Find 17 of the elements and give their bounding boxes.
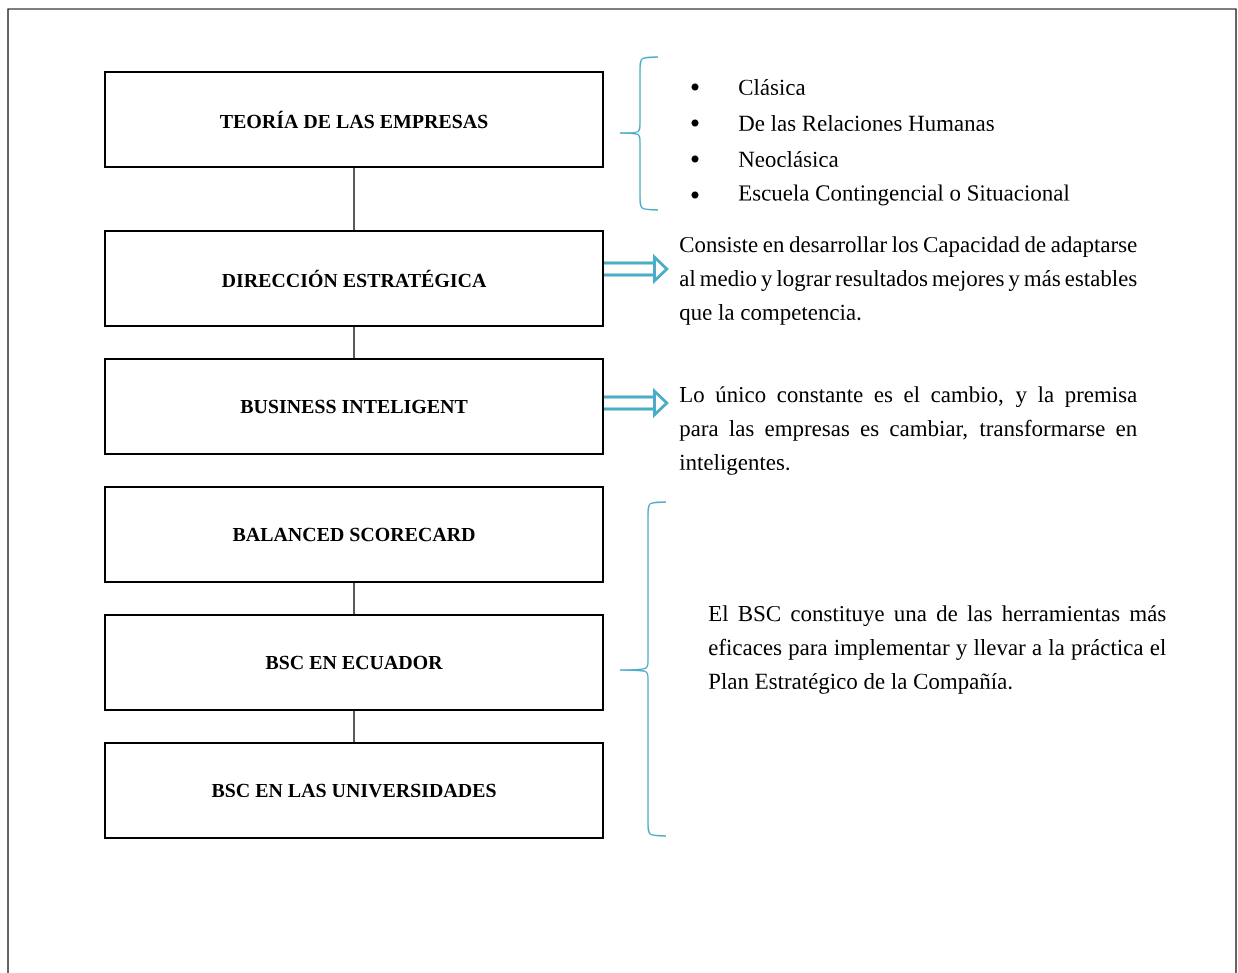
description-text: Consiste en desarrollar los Capacidad de adaptarse al medio y lograr resultados mejores y más estables que la competencia.: [680, 236, 1137, 325]
description-text: El BSC constituye una de las herramientas más eficaces para implementar y llevar a la práctica el Plan Estratégico de la Compañía.: [708, 605, 1166, 694]
list-item: Neoclásica: [738, 150, 839, 168]
process-box: BSC EN LAS UNIVERSIDADES: [104, 742, 604, 839]
process-box: BALANCED SCORECARD: [104, 486, 604, 583]
process-box: TEORÍA DE LAS EMPRESAS: [104, 71, 604, 168]
connector-line: [353, 582, 355, 615]
connector-line: [353, 710, 355, 743]
list-item: Clásica: [739, 78, 806, 96]
description-text: Lo único constante es el cambio, y la premisa para las empresas es cambiar, transformarse en inteligentes.: [679, 386, 1137, 475]
list-item: De las Relaciones Humanas: [738, 114, 994, 132]
connector-line: [353, 326, 355, 359]
list-item: Escuela Contingencial o Situacional: [738, 184, 1070, 206]
process-box: BSC EN ECUADOR: [104, 614, 604, 711]
connector-line: [353, 167, 355, 231]
process-box: DIRECCIÓN ESTRATÉGICA: [104, 230, 604, 327]
process-box: BUSINESS INTELIGENT: [104, 358, 604, 455]
